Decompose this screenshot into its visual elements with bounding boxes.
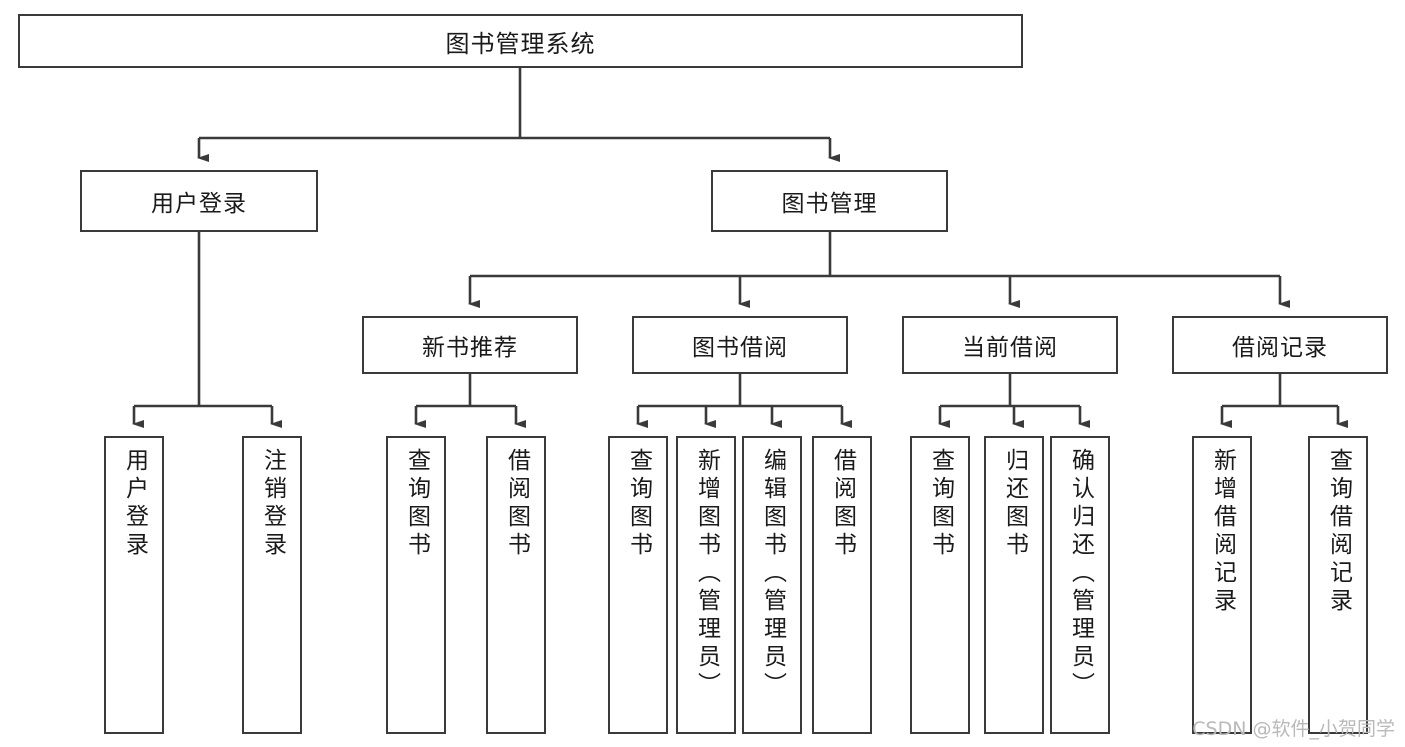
node-book-borrow[interactable]: 图书借阅 (632, 316, 848, 374)
node-leaf-add-book-label: 新增图书（管理员） (693, 448, 720, 700)
node-leaf-query-book-2[interactable]: 查询图书 (608, 436, 668, 734)
node-current-borrow-label: 当前借阅 (962, 335, 1058, 361)
node-leaf-user-login-label: 用户登录 (121, 448, 148, 560)
node-borrow-record-label: 借阅记录 (1232, 335, 1328, 361)
node-leaf-confirm-return-label: 确认归还（管理员） (1067, 448, 1094, 700)
node-leaf-add-record-label: 新增借阅记录 (1209, 448, 1236, 616)
node-leaf-return-book[interactable]: 归还图书 (984, 436, 1044, 734)
node-leaf-logout[interactable]: 注销登录 (242, 436, 302, 734)
node-leaf-confirm-return[interactable]: 确认归还（管理员） (1050, 436, 1110, 734)
node-leaf-query-record-label: 查询借阅记录 (1325, 448, 1352, 616)
node-root-label: 图书管理系统 (445, 29, 596, 58)
node-book-manage-label: 图书管理 (781, 191, 878, 217)
node-book-borrow-label: 图书借阅 (692, 335, 788, 361)
node-leaf-query-book-1-label: 查询图书 (403, 448, 430, 560)
node-leaf-borrow-book-1[interactable]: 借阅图书 (486, 436, 546, 734)
node-leaf-query-book-1[interactable]: 查询图书 (386, 436, 446, 734)
node-leaf-return-book-label: 归还图书 (1001, 448, 1028, 560)
node-leaf-query-book-3-label: 查询图书 (927, 448, 954, 560)
node-leaf-borrow-book-1-label: 借阅图书 (503, 448, 530, 560)
node-leaf-edit-book-label: 编辑图书（管理员） (759, 448, 786, 700)
node-user-login[interactable]: 用户登录 (80, 170, 318, 232)
node-user-login-label: 用户登录 (151, 191, 247, 217)
node-root[interactable]: 图书管理系统 (18, 14, 1023, 68)
node-leaf-logout-label: 注销登录 (259, 448, 286, 560)
node-leaf-query-record[interactable]: 查询借阅记录 (1308, 436, 1368, 734)
node-leaf-borrow-book-2-label: 借阅图书 (829, 448, 856, 560)
node-book-manage[interactable]: 图书管理 (711, 170, 948, 232)
node-leaf-edit-book[interactable]: 编辑图书（管理员） (742, 436, 802, 734)
node-leaf-query-book-3[interactable]: 查询图书 (910, 436, 970, 734)
node-leaf-add-record[interactable]: 新增借阅记录 (1192, 436, 1252, 734)
node-new-book-recommend-label: 新书推荐 (422, 335, 518, 361)
node-current-borrow[interactable]: 当前借阅 (902, 316, 1118, 374)
node-leaf-borrow-book-2[interactable]: 借阅图书 (812, 436, 872, 734)
node-leaf-query-book-2-label: 查询图书 (625, 448, 652, 560)
node-leaf-user-login[interactable]: 用户登录 (104, 436, 164, 734)
node-borrow-record[interactable]: 借阅记录 (1172, 316, 1388, 374)
node-leaf-add-book[interactable]: 新增图书（管理员） (676, 436, 736, 734)
node-new-book-recommend[interactable]: 新书推荐 (362, 316, 578, 374)
